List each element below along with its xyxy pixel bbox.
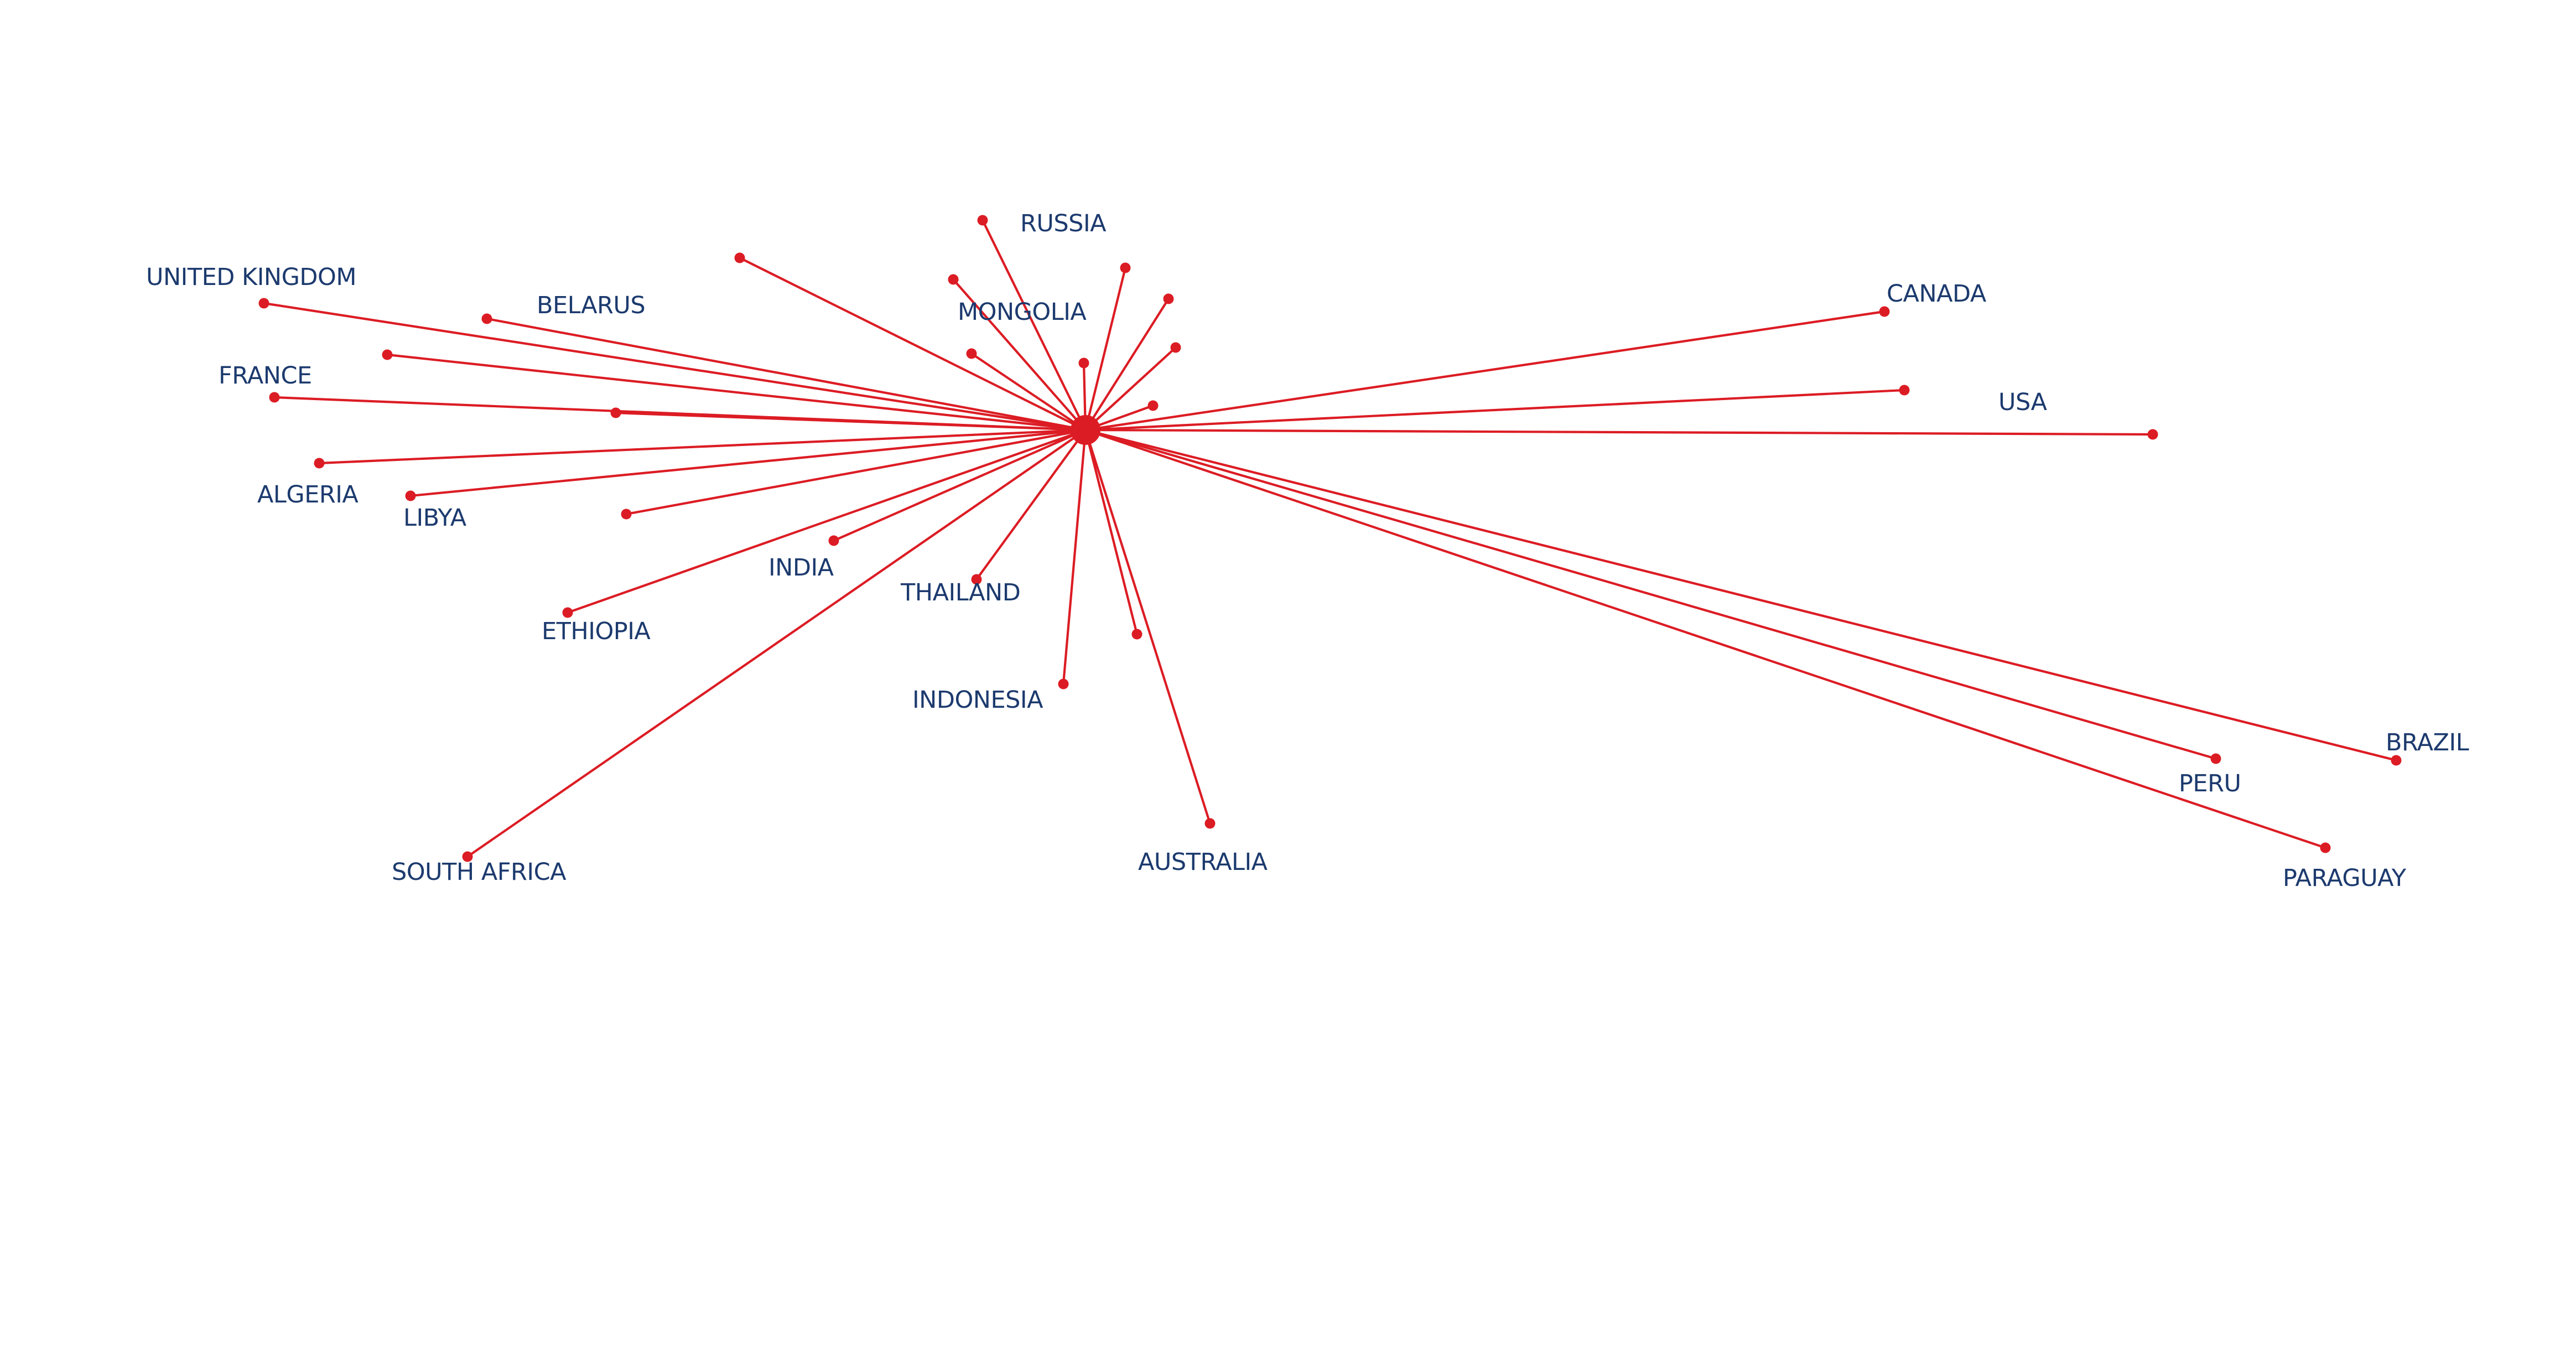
- route-line-unlabeled-7: [387, 353, 1086, 432]
- destination-marker-usa: [2147, 429, 2158, 440]
- destination-marker-libya: [405, 490, 416, 501]
- destination-marker-unlabeled-3: [1163, 293, 1174, 304]
- destination-marker-australia: [1204, 818, 1216, 829]
- destination-marker-unlabeled-4: [966, 348, 977, 359]
- country-label-libya: LIBYA: [403, 504, 467, 532]
- destination-marker-brazil: [2391, 755, 2402, 766]
- route-line-unlabeled-11: [626, 428, 1086, 516]
- country-label-australia: AUSTRALIA: [1138, 848, 1268, 876]
- hub-marker: [1071, 415, 1100, 445]
- route-line-united-kingdom: [263, 302, 1086, 432]
- route-line-unlabeled-12: [1084, 429, 1139, 635]
- destination-marker-unlabeled-1: [734, 252, 745, 263]
- country-label-india: INDIA: [768, 554, 834, 582]
- route-line-indonesia: [1062, 429, 1087, 685]
- destination-marker-peru: [2210, 753, 2221, 764]
- country-labels: RUSSIA MONGOLIA UNITED KINGDOM BELARUS FRANC…: [146, 210, 2469, 892]
- route-line-unlabeled-1: [739, 257, 1086, 431]
- route-line-unlabeled-4: [970, 352, 1087, 431]
- route-line-algeria: [319, 428, 1086, 465]
- destination-marker-canada: [1879, 306, 1890, 317]
- destination-marker-unlabeled-5: [1078, 357, 1089, 369]
- destination-marker-unlabeled-7: [382, 349, 393, 360]
- country-label-russia: RUSSIA: [1020, 210, 1107, 237]
- route-line-unlabeled-2: [1084, 267, 1127, 431]
- country-label-peru: PERU: [2179, 770, 2241, 797]
- country-label-ethiopia: ETHIOPIA: [542, 618, 651, 645]
- country-label-south-africa: SOUTH AFRICA: [392, 858, 567, 886]
- route-line-unlabeled-10: [1085, 388, 1905, 432]
- destination-marker-france: [269, 392, 280, 403]
- destination-marker-algeria: [314, 458, 325, 469]
- country-label-belarus: BELARUS: [537, 292, 645, 319]
- country-label-canada: CANADA: [1887, 280, 1987, 308]
- route-line-peru: [1085, 428, 2216, 760]
- destination-marker-russia: [977, 215, 988, 226]
- destination-marker-south-africa: [462, 851, 473, 862]
- route-line-brazil: [1085, 428, 2397, 762]
- destination-markers: [258, 215, 2402, 862]
- route-line-russia: [981, 220, 1087, 431]
- destination-marker-paraguay: [2320, 842, 2331, 853]
- destination-marker-unlabeled-8: [1147, 400, 1159, 411]
- destination-marker-unlabeled-6: [1170, 342, 1181, 353]
- country-label-thailand: THAILAND: [900, 579, 1020, 606]
- country-label-usa: USA: [1998, 388, 2048, 416]
- route-line-paraguay: [1085, 429, 2326, 849]
- destination-marker-united-kingdom: [258, 298, 269, 309]
- destination-marker-unlabeled-10: [1899, 385, 1910, 396]
- route-line-canada: [1085, 310, 1885, 432]
- route-line-belarus: [486, 317, 1086, 432]
- destination-marker-india: [828, 535, 839, 546]
- route-line-unlabeled-9: [615, 411, 1086, 432]
- country-label-united-kingdom: UNITED KINGDOM: [146, 263, 356, 291]
- destination-marker-unlabeled-11: [621, 509, 632, 520]
- destination-marker-thailand: [971, 574, 982, 585]
- route-line-mongolia: [952, 278, 1087, 431]
- destination-marker-mongolia: [948, 274, 959, 285]
- route-line-thailand: [975, 429, 1087, 580]
- route-line-unlabeled-6: [1084, 346, 1177, 431]
- route-line-unlabeled-3: [1084, 298, 1170, 431]
- destination-marker-indonesia: [1058, 678, 1069, 690]
- route-lines: [263, 220, 2397, 858]
- country-label-indonesia: INDONESIA: [912, 686, 1043, 714]
- route-line-south-africa: [466, 429, 1087, 858]
- country-label-algeria: ALGERIA: [257, 481, 359, 509]
- route-line-ethiopia: [567, 429, 1086, 614]
- route-line-usa: [1085, 428, 2153, 436]
- destination-marker-ethiopia: [562, 607, 573, 618]
- route-line-india: [833, 429, 1086, 542]
- destination-marker-belarus: [481, 313, 492, 324]
- country-label-paraguay: PARAGUAY: [2283, 864, 2407, 892]
- country-label-mongolia: MONGOLIA: [958, 298, 1087, 326]
- route-line-australia: [1084, 429, 1212, 824]
- hub-layer: [1071, 415, 1100, 445]
- country-label-france: FRANCE: [219, 362, 312, 390]
- destination-marker-unlabeled-2: [1120, 262, 1131, 273]
- destination-marker-unlabeled-9: [610, 407, 621, 418]
- route-line-libya: [410, 428, 1086, 497]
- destination-marker-unlabeled-12: [1131, 629, 1142, 640]
- country-label-brazil: BRAZIL: [2386, 729, 2469, 756]
